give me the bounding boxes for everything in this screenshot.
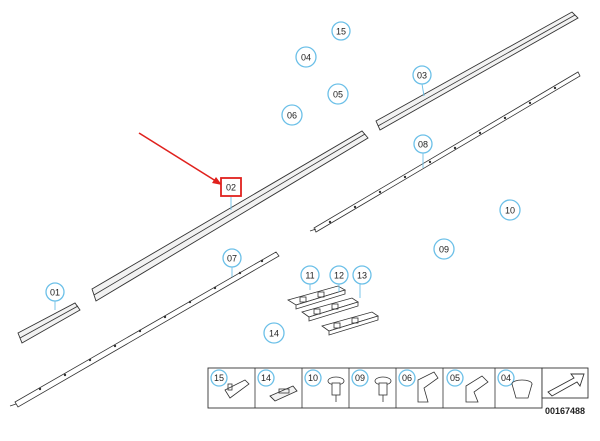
svg-text:06: 06 (402, 373, 412, 383)
legend-item-15[interactable]: 15 (210, 369, 250, 399)
callout-15[interactable]: 15 (331, 21, 351, 41)
svg-text:03: 03 (417, 71, 427, 81)
svg-text:04: 04 (501, 373, 511, 383)
svg-text:15: 15 (214, 373, 224, 383)
svg-text:07: 07 (227, 254, 237, 264)
svg-text:06: 06 (287, 111, 297, 121)
callout-12[interactable]: 12 (329, 265, 349, 285)
callout-09[interactable]: 09 (433, 238, 455, 260)
legend-item-05[interactable]: 05 (446, 369, 489, 403)
svg-text:11: 11 (305, 271, 314, 281)
svg-text:15: 15 (336, 27, 346, 37)
callout-10[interactable]: 10 (499, 199, 521, 221)
part-08-rail[interactable] (309, 71, 581, 233)
part-01-short-trim[interactable] (17, 302, 81, 344)
svg-text:13: 13 (357, 271, 367, 281)
legend-item-06[interactable]: 06 (398, 369, 439, 403)
callout-14[interactable]: 14 (263, 322, 285, 344)
svg-text:12: 12 (334, 271, 344, 281)
svg-text:14: 14 (261, 373, 271, 383)
callout-01[interactable]: 01 (45, 282, 65, 302)
svg-text:08: 08 (418, 140, 428, 150)
navigation-arrow-icon[interactable] (541, 367, 589, 399)
callout-11[interactable]: 11 (300, 265, 320, 285)
legend-item-14[interactable]: 14 (257, 369, 298, 402)
callout-06[interactable]: 06 (281, 104, 303, 126)
part-02-trim-strip[interactable] (91, 130, 369, 302)
callout-07[interactable]: 07 (222, 248, 242, 268)
legend-item-10[interactable]: 10 (304, 369, 345, 402)
svg-text:04: 04 (301, 53, 311, 63)
svg-text:10: 10 (505, 206, 515, 216)
part-12-clip-strip[interactable] (301, 297, 359, 322)
callout-02[interactable]: 02 (226, 183, 236, 193)
callout-03[interactable]: 03 (412, 65, 432, 85)
callout-04[interactable]: 04 (295, 46, 317, 68)
part-11-clip-strip[interactable] (287, 285, 347, 310)
leader-03 (421, 83, 425, 97)
svg-text:10: 10 (308, 373, 318, 383)
svg-text:02: 02 (226, 183, 236, 193)
svg-text:05: 05 (333, 90, 343, 100)
svg-text:14: 14 (269, 329, 279, 339)
part-07-rail[interactable] (9, 251, 280, 408)
drawing-id: 00167488 (545, 406, 585, 416)
svg-text:09: 09 (355, 373, 365, 383)
svg-text:09: 09 (439, 245, 449, 255)
part-03-trim-strip[interactable] (375, 11, 579, 131)
svg-text:01: 01 (50, 288, 60, 298)
parts-legend (207, 367, 543, 409)
legend-item-09[interactable]: 09 (351, 369, 392, 402)
callout-08[interactable]: 08 (413, 134, 433, 154)
highlight-arrow (138, 132, 222, 185)
highlight-box-02 (220, 177, 242, 197)
callout-05[interactable]: 05 (327, 83, 349, 105)
part-13-clip-strip[interactable] (321, 311, 379, 336)
svg-text:05: 05 (450, 373, 460, 383)
legend-item-04[interactable]: 04 (497, 369, 533, 399)
callout-13[interactable]: 13 (352, 265, 372, 285)
